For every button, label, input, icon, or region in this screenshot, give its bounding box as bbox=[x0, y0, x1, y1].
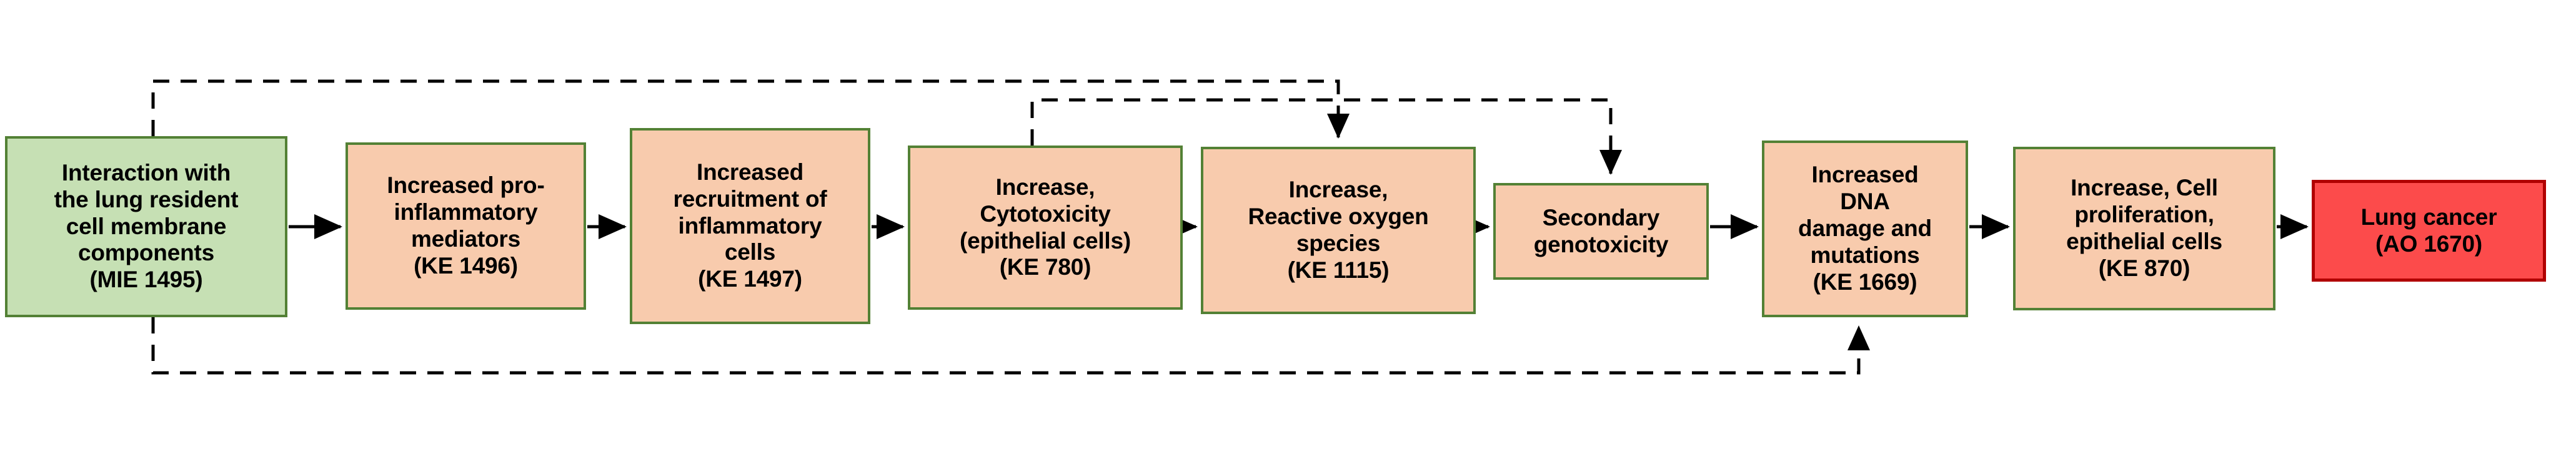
node-mie-1495[interactable]: Interaction with the lung resident cell … bbox=[5, 136, 287, 317]
node-ke-780[interactable]: Increase, Cytotoxicity (epithelial cells… bbox=[908, 146, 1183, 310]
node-ao-1670[interactable]: Lung cancer (AO 1670) bbox=[2312, 180, 2546, 282]
edge-mie-to-1669-dashed bbox=[151, 317, 1871, 375]
node-ke-1669[interactable]: Increased DNA damage and mutations (KE 1… bbox=[1762, 141, 1968, 317]
node-ke-1497[interactable]: Increased recruitment of inflammatory ce… bbox=[630, 128, 870, 324]
node-secondary-genotoxicity[interactable]: Secondary genotoxicity bbox=[1493, 183, 1709, 280]
node-ke-1496[interactable]: Increased pro- inflammatory mediators (K… bbox=[346, 142, 586, 310]
node-ke-1115[interactable]: Increase, Reactive oxygen species (KE 11… bbox=[1201, 147, 1476, 314]
node-ke-870[interactable]: Increase, Cell proliferation, epithelial… bbox=[2013, 147, 2275, 310]
